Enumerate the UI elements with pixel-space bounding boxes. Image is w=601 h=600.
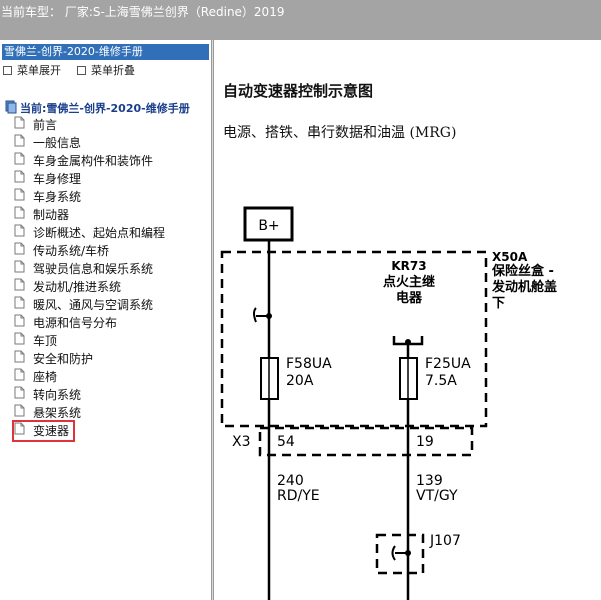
connector-x3-outline bbox=[258, 426, 474, 457]
wire2-color: VT/GY bbox=[416, 488, 458, 504]
fuse-box-outline bbox=[220, 250, 488, 428]
pane-splitter[interactable] bbox=[211, 40, 214, 600]
tree-item[interactable]: 车身修理 bbox=[14, 170, 85, 188]
wire1-color: RD/YE bbox=[277, 488, 320, 504]
document-heading: 自动变速器控制示意图 bbox=[223, 82, 374, 100]
document-icon bbox=[14, 332, 25, 350]
document-icon bbox=[14, 188, 25, 206]
wire2-circuit: 139 bbox=[416, 473, 443, 489]
relay-id: KR73 bbox=[391, 259, 426, 273]
tree-item-label: 前言 bbox=[33, 118, 58, 132]
splice-j107-outline bbox=[375, 533, 425, 575]
document-pane: 自动变速器控制示意图 电源、搭铁、串行数据和油温 (MRG) B+ X50A 保… bbox=[214, 40, 601, 600]
document-icon bbox=[14, 152, 25, 170]
tree-item[interactable]: 前言 bbox=[14, 116, 61, 134]
navigation-tree-pane: 雪佛兰-创界-2020-维修手册 菜单展开 菜单折叠 当前:雪佛兰-创界-202… bbox=[0, 40, 211, 600]
document-icon bbox=[14, 368, 25, 386]
wiring-diagram: B+ X50A 保险丝盒 - 发动机舱盖 下 F58UA 20A KR73 点火… bbox=[220, 206, 557, 600]
tree-item-label: 车顶 bbox=[33, 334, 58, 348]
tree-item[interactable]: 一般信息 bbox=[14, 134, 85, 152]
fuse1-rating: 20A bbox=[286, 373, 314, 389]
manual-title: 雪佛兰-创界-2020-维修手册 bbox=[2, 44, 209, 60]
tree-item[interactable]: 安全和防护 bbox=[14, 350, 97, 368]
tree-item-label: 传动系统/车桥 bbox=[33, 244, 110, 258]
document-icon bbox=[14, 278, 25, 296]
tree-item-label: 悬架系统 bbox=[33, 406, 82, 420]
document-icon bbox=[14, 350, 25, 368]
window-titlebar: 当前车型： 厂家:S-上海雪佛兰创界（Redine）2019 bbox=[0, 0, 601, 40]
collapse-menu-button[interactable]: 菜单折叠 bbox=[77, 64, 135, 78]
relay-name-2: 电器 bbox=[396, 290, 423, 306]
document-icon bbox=[14, 314, 25, 332]
fuse-box-name-2: 发动机舱盖 bbox=[491, 279, 557, 295]
tree-item-label: 车身金属构件和装饰件 bbox=[33, 154, 154, 168]
tree-item[interactable]: 转向系统 bbox=[14, 386, 85, 404]
collapse-icon bbox=[77, 65, 86, 75]
tree-item-label: 驾驶员信息和娱乐系统 bbox=[33, 262, 154, 276]
fuse2-id: F25UA bbox=[425, 356, 471, 372]
document-icon bbox=[14, 404, 25, 422]
current-vehicle-label: 当前车型： 厂家:S-上海雪佛兰创界（Redine）2019 bbox=[1, 5, 285, 19]
tree-item[interactable]: 制动器 bbox=[14, 206, 73, 224]
expand-icon bbox=[3, 65, 12, 75]
pin2-label: 19 bbox=[416, 434, 434, 450]
wire1-circuit: 240 bbox=[277, 473, 304, 489]
tree-item-label: 座椅 bbox=[33, 370, 58, 384]
tree-item[interactable]: 座椅 bbox=[14, 368, 61, 386]
document-icon bbox=[14, 206, 25, 224]
document-icon bbox=[14, 224, 25, 242]
tree-item-label: 一般信息 bbox=[33, 136, 82, 150]
tree-item-label: 暖风、通风与空调系统 bbox=[33, 298, 154, 312]
power-label: B+ bbox=[258, 218, 279, 234]
document-icon bbox=[14, 386, 25, 404]
fuse-box-name-3: 下 bbox=[492, 296, 505, 311]
splice-connector-arc bbox=[391, 545, 396, 561]
tree-root-label: 当前:雪佛兰-创界-2020-维修手册 bbox=[20, 102, 190, 115]
tree-item[interactable]: 电源和信号分布 bbox=[14, 314, 121, 332]
left-junction-dot bbox=[266, 313, 272, 319]
tree-item[interactable]: 变速器 bbox=[11, 420, 76, 442]
tree-item[interactable]: 传动系统/车桥 bbox=[14, 242, 113, 260]
fuse1-id: F58UA bbox=[286, 356, 332, 372]
tree-item-label: 变速器 bbox=[33, 424, 70, 438]
tree-item[interactable]: 驾驶员信息和娱乐系统 bbox=[14, 260, 157, 278]
relay-name-1: 点火主继 bbox=[383, 274, 435, 290]
tree-item-label: 转向系统 bbox=[33, 388, 82, 402]
document-icon bbox=[14, 260, 25, 278]
tree-root[interactable]: 当前:雪佛兰-创界-2020-维修手册 bbox=[4, 100, 190, 118]
manual-book-icon bbox=[4, 100, 18, 118]
tree-item-label: 发动机/推进系统 bbox=[33, 280, 122, 294]
document-icon bbox=[14, 134, 25, 152]
tree-item[interactable]: 车身金属构件和装饰件 bbox=[14, 152, 157, 170]
document-icon bbox=[14, 242, 25, 260]
document-icon bbox=[14, 296, 25, 314]
document-icon bbox=[14, 170, 25, 188]
document-icon bbox=[14, 422, 25, 440]
tree-item-label: 制动器 bbox=[33, 208, 70, 222]
tree-item-label: 车身系统 bbox=[33, 190, 82, 204]
splice-junction-dot bbox=[405, 550, 411, 556]
tree-item-label: 车身修理 bbox=[33, 172, 82, 186]
document-subheading: 电源、搭铁、串行数据和油温 (MRG) bbox=[223, 125, 457, 141]
tree-item[interactable]: 车顶 bbox=[14, 332, 61, 350]
tree-item[interactable]: 发动机/推进系统 bbox=[14, 278, 125, 296]
tree-item[interactable]: 诊断概述、起始点和编程 bbox=[14, 224, 169, 242]
tree-item-label: 电源和信号分布 bbox=[33, 316, 118, 330]
tree-item-label: 诊断概述、起始点和编程 bbox=[33, 226, 166, 240]
fuse-box-name-1: 保险丝盒 - bbox=[491, 263, 554, 279]
wire-left-stub-arc bbox=[253, 307, 257, 323]
tree-item[interactable]: 车身系统 bbox=[14, 188, 85, 206]
relay-junction-dot bbox=[405, 339, 411, 345]
tree-item-label: 安全和防护 bbox=[33, 352, 94, 366]
connector-id: X3 bbox=[232, 434, 251, 450]
tree-item[interactable]: 暖风、通风与空调系统 bbox=[14, 296, 157, 314]
fuse-box-id: X50A bbox=[492, 250, 528, 264]
splice-id: J107 bbox=[429, 533, 461, 549]
document-icon bbox=[14, 116, 25, 134]
pin1-label: 54 bbox=[277, 434, 295, 450]
expand-menu-button[interactable]: 菜单展开 bbox=[3, 64, 61, 78]
tree-item[interactable]: 悬架系统 bbox=[14, 404, 85, 422]
fuse2-rating: 7.5A bbox=[425, 373, 457, 389]
